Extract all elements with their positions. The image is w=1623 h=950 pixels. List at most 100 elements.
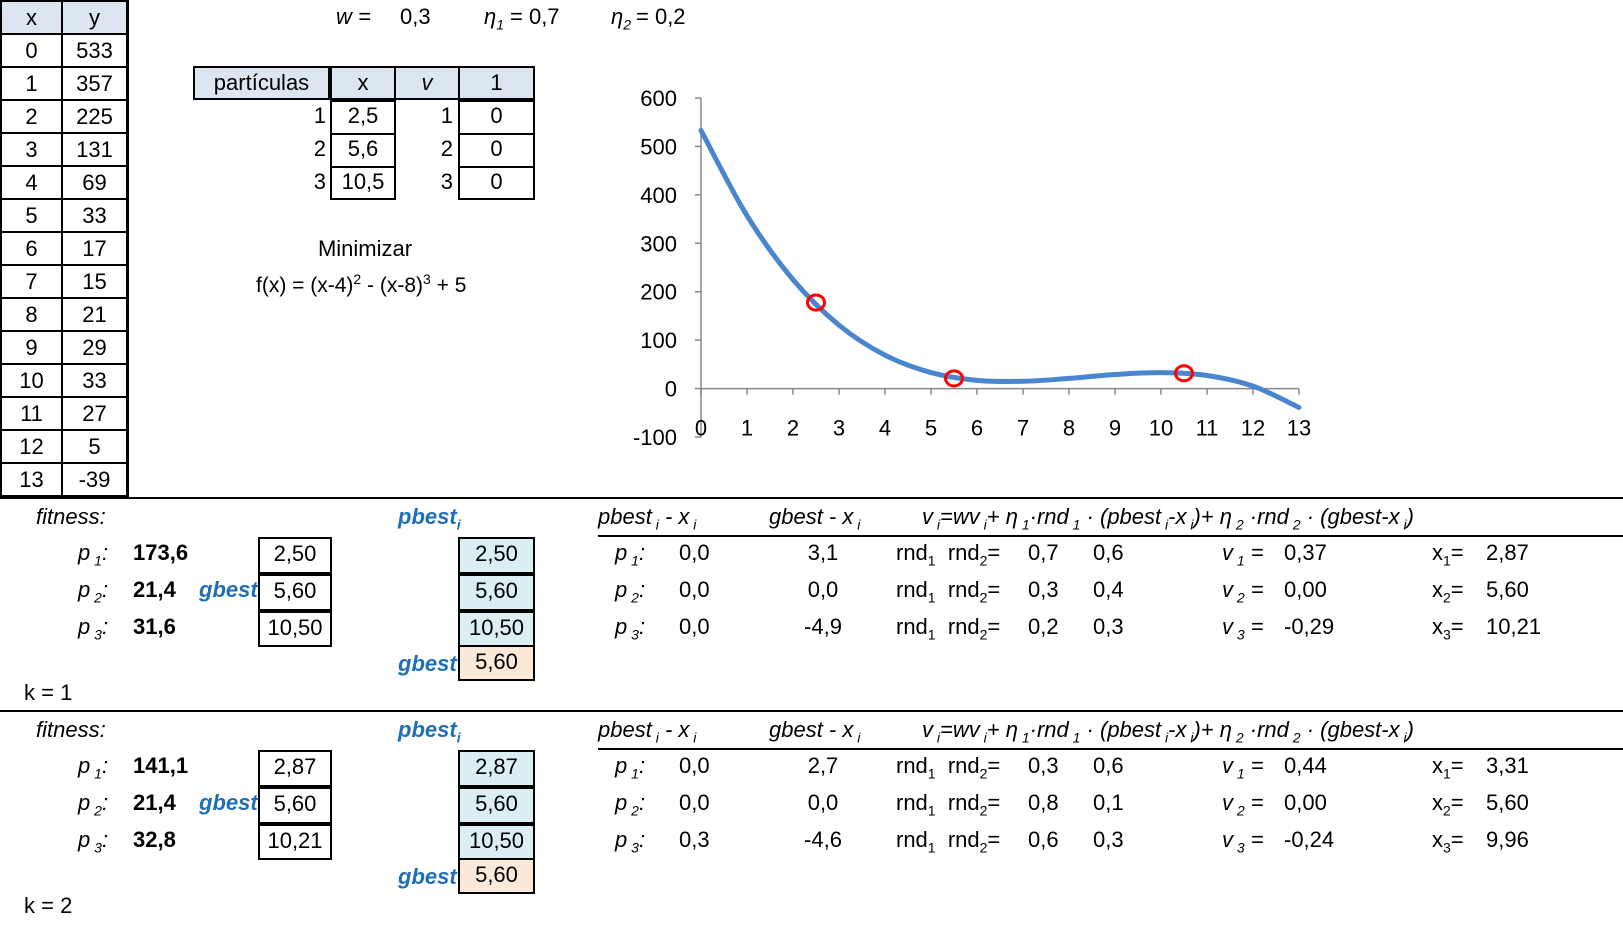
gbest-minus-x-value: 3,1 <box>807 540 839 565</box>
new-x-label: x1= <box>1432 753 1464 782</box>
velocity-label: v 2 = <box>1222 577 1264 606</box>
new-x-label: x1= <box>1432 540 1464 569</box>
particle-index: 1 <box>313 103 326 128</box>
particle-label: p 2: <box>78 790 109 819</box>
x-tick-label: 9 <box>1109 416 1121 441</box>
x-tick-label: 3 <box>833 416 845 441</box>
xy-cell-x: 12 <box>0 429 63 464</box>
fitness-value: 173,6 <box>133 540 189 565</box>
y-tick-label: -100 <box>633 425 677 450</box>
particle-label: p 1: <box>615 540 646 569</box>
y-tick-label: 100 <box>640 328 677 353</box>
pbest-minus-x-value: 0,0 <box>679 790 710 815</box>
particle-index: 2 <box>313 136 326 161</box>
xy-cell-x: 6 <box>0 231 63 266</box>
xy-cell-y: 533 <box>61 33 128 68</box>
particle-label: p 2: <box>615 790 646 819</box>
xy-cell-x: 2 <box>0 99 63 134</box>
rnd2-value: 0,4 <box>1093 577 1124 602</box>
velocity-value: -0,24 <box>1284 827 1335 852</box>
particle-marker <box>944 369 964 388</box>
xy-cell-x: 9 <box>0 330 63 365</box>
section-divider <box>0 710 1623 712</box>
gbest-label: gbest <box>199 790 258 815</box>
xy-cell-y: 21 <box>61 297 128 332</box>
xy-cell-x: 10 <box>0 363 63 398</box>
xy-cell-y: 131 <box>61 132 128 167</box>
velocity-label: v 3 = <box>1222 827 1264 856</box>
x-tick-label: 13 <box>1287 416 1311 441</box>
xy-cell-x: 7 <box>0 264 63 299</box>
particles-header-v: v <box>394 66 460 100</box>
fitness-label: fitness: <box>36 504 106 529</box>
xy-cell-y: 29 <box>61 330 128 365</box>
pbest-minus-x-value: 0,0 <box>679 577 710 602</box>
header-gbest-minus-x: gbest - x i <box>769 504 861 533</box>
particle-v: 0 <box>490 169 503 194</box>
particle-label: p 1: <box>78 753 109 782</box>
x-tick-label: 12 <box>1241 416 1265 441</box>
particle-v: 0 <box>490 103 503 128</box>
pbest-cell: 5,60 <box>458 574 535 611</box>
particle-label: p 3: <box>615 614 646 643</box>
particle-marker <box>1174 364 1194 383</box>
xy-cell-y: 33 <box>61 198 128 233</box>
xy-cell-y: 69 <box>61 165 128 200</box>
particle-x: 5,6 <box>347 136 379 161</box>
xy-cell-x: 11 <box>0 396 63 431</box>
x-tick-label: 5 <box>925 416 937 441</box>
rnd2-value: 0,6 <box>1093 540 1124 565</box>
rnd-labels: rnd1 rnd2= <box>896 540 1001 569</box>
particle-index: 3 <box>313 169 326 194</box>
xy-cell-y: 225 <box>61 99 128 134</box>
xy-header-y: y <box>61 0 128 35</box>
xy-cell-y: 27 <box>61 396 128 431</box>
new-x-label: x2= <box>1432 790 1464 819</box>
new-x-label: x3= <box>1432 614 1464 643</box>
column-divider <box>127 0 129 497</box>
pbest-cell: 2,87 <box>458 750 535 787</box>
objective-formula: f(x) = (x-4)2 - (x-8)3 + 5 <box>256 271 467 297</box>
gbest-minus-x-value: -4,6 <box>804 827 842 852</box>
velocity-label: v 2 = <box>1222 790 1264 819</box>
particle-label: p 3: <box>78 614 109 643</box>
velocity-value: 0,00 <box>1284 790 1327 815</box>
particle-label: p 3: <box>615 827 646 856</box>
velocity-label: v 3 = <box>1222 614 1264 643</box>
rnd-labels: rnd1 rnd2= <box>896 614 1001 643</box>
rnd-labels: rnd1 rnd2= <box>896 827 1001 856</box>
fitness-value: 21,4 <box>133 790 176 815</box>
particle-x: 10,5 <box>341 169 385 194</box>
x-tick-label: 10 <box>1149 416 1173 441</box>
velocity-formula: v i=wv i+ η 1·rnd 1 · (pbest i-x i)+ η 2… <box>922 717 1414 746</box>
new-x-value: 2,87 <box>1486 540 1529 565</box>
x-tick-label: 7 <box>1017 416 1029 441</box>
xy-cell-x: 3 <box>0 132 63 167</box>
function-curve <box>698 127 1302 410</box>
current-x-cell: 5,60 <box>258 787 332 824</box>
xy-cell-y: -39 <box>61 462 128 497</box>
x-tick-label: 6 <box>971 416 983 441</box>
pbest-minus-x-value: 0,0 <box>679 540 710 565</box>
particle-label: p 2: <box>78 577 109 606</box>
fitness-value: 32,8 <box>133 827 176 852</box>
pbest-cell: 2,50 <box>458 537 535 574</box>
rnd1-value: 0,3 <box>1028 753 1059 778</box>
xy-row: 13-39 <box>0 462 128 497</box>
velocity-formula: v i=wv i+ η 1·rnd 1 · (pbest i-x i)+ η 2… <box>922 504 1414 533</box>
pbest-cell: 10,50 <box>458 611 535 648</box>
velocity-label: v 1 = <box>1222 753 1264 782</box>
x-tick-label: 0 <box>695 416 707 441</box>
rnd1-value: 0,8 <box>1028 790 1059 815</box>
velocity-value: 0,37 <box>1284 540 1327 565</box>
velocity-value: 0,00 <box>1284 577 1327 602</box>
gbest-minus-x-value: 0,0 <box>807 790 839 815</box>
